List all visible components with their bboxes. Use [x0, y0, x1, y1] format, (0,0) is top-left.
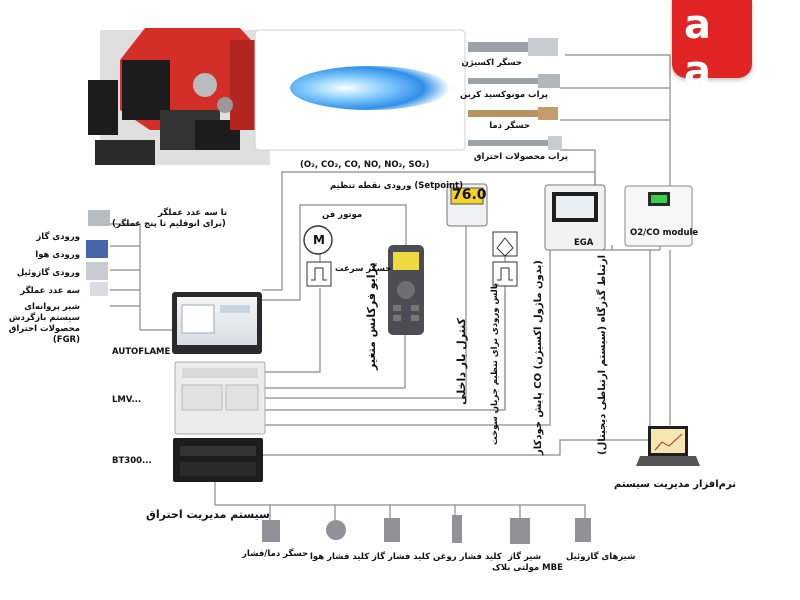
speed-sensor-icon [306, 261, 332, 287]
fgr-line-3: محصولات احتراق [8, 324, 80, 334]
fuel-pulse-box-icon [492, 261, 518, 287]
device-label-oil-switch: کلید فشار روغن [433, 552, 502, 562]
device-label-oil-valves: شیرهای گازوئیل [566, 552, 636, 562]
brand-logo-text: a a [684, 2, 715, 94]
fuel-flow-vertical-label: پالس ورودی برای تنظیم جریان سوخت [490, 282, 500, 445]
vfd-vertical-label: درایو فرکانس متغیر [365, 262, 378, 370]
connection-lines [110, 54, 671, 520]
motor-symbol: M [313, 233, 325, 247]
actuator-item-gas: ورودی گاز [36, 232, 80, 242]
vfd-keypad-icon [388, 245, 424, 335]
flue-probe-label: پراب محصولات احتراق [473, 152, 568, 162]
lmv-controller [174, 361, 266, 435]
o2co-module-label: O2/CO module [630, 228, 699, 238]
co-probe-label: پراب مونوکسید کربن [459, 90, 548, 100]
probes [468, 38, 562, 150]
bottom-device-icons [262, 515, 591, 544]
internal-load-vertical-label: کنترل بار داخلی [455, 318, 468, 405]
autoflame-controller [172, 292, 262, 354]
ega-label: EGA [574, 238, 594, 248]
device-label-gas-valve: شیر گاز [508, 552, 542, 562]
bt300-controller [173, 438, 263, 482]
device-label-gas-switch: کلید فشار گاز [372, 552, 431, 562]
actuator-item-three: سه عدد عملگر [20, 286, 80, 296]
fgr-line-4: (FGR) [52, 335, 80, 345]
ega-analyzer [544, 184, 606, 251]
setpoint-value: 76.0 [452, 187, 487, 203]
cms-title: سیستم مدیریت احتراق [146, 508, 270, 521]
co-trim-vertical-label: پایش خودکار CO (بدون ماژول اکسیژن) [533, 260, 544, 455]
software-label: نرم‌افزار مدیریت سیستم [614, 479, 736, 490]
fan-motor-icon [303, 225, 333, 255]
controller-autoflame: AUTOFLAME [112, 347, 171, 357]
flame [290, 66, 450, 110]
actuator-icons [86, 210, 110, 296]
actuators-title: تا سه عدد عملگر [158, 208, 228, 218]
device-label-temp-pressure: حسگر دما/فشار [242, 549, 309, 559]
gas-formula-label: (O₂, CO₂, CO, NO, NO₂, SO₂) [300, 160, 430, 170]
fgr-line-1: شیر پروانه‌ای [24, 302, 80, 312]
setpoint-label: ورودی نقطه تنظیم (Setpoint) [330, 181, 463, 191]
actuators-subtitle: (برای انوفلیم تا پنج عملگر) [112, 219, 226, 229]
fan-motor-label: موتور فن [322, 210, 363, 220]
o2co-module-box [624, 185, 693, 247]
temp-sensor-label: حسگر دما [489, 121, 530, 131]
device-label-gas-valve-2: مولتی بلاک MBE [492, 563, 563, 573]
actuator-item-air: ورودی هوا [35, 250, 80, 260]
device-label-air-switch: کلید فشار هوا [310, 552, 370, 562]
brand-logo[interactable]: a a [672, 0, 752, 94]
controller-bt300: BT300... [112, 456, 152, 466]
actuator-item-oil: ورودی گازوئیل [16, 268, 80, 278]
controller-lmv: LMV... [112, 395, 142, 405]
fuel-pulse-sensor-icon [492, 231, 518, 257]
comm-vertical-label: ارتباط گذرگاه (سیستم ارتباطی دیجیتال) [597, 254, 608, 455]
oxygen-sensor-label: حسگر اکسیژن [461, 58, 522, 68]
fgr-line-2: سیستم بازگردش [8, 313, 80, 323]
laptop-icon [636, 426, 700, 466]
speed-sensor-label: حسگر سرعت [335, 264, 392, 274]
burner-unit [88, 28, 270, 165]
